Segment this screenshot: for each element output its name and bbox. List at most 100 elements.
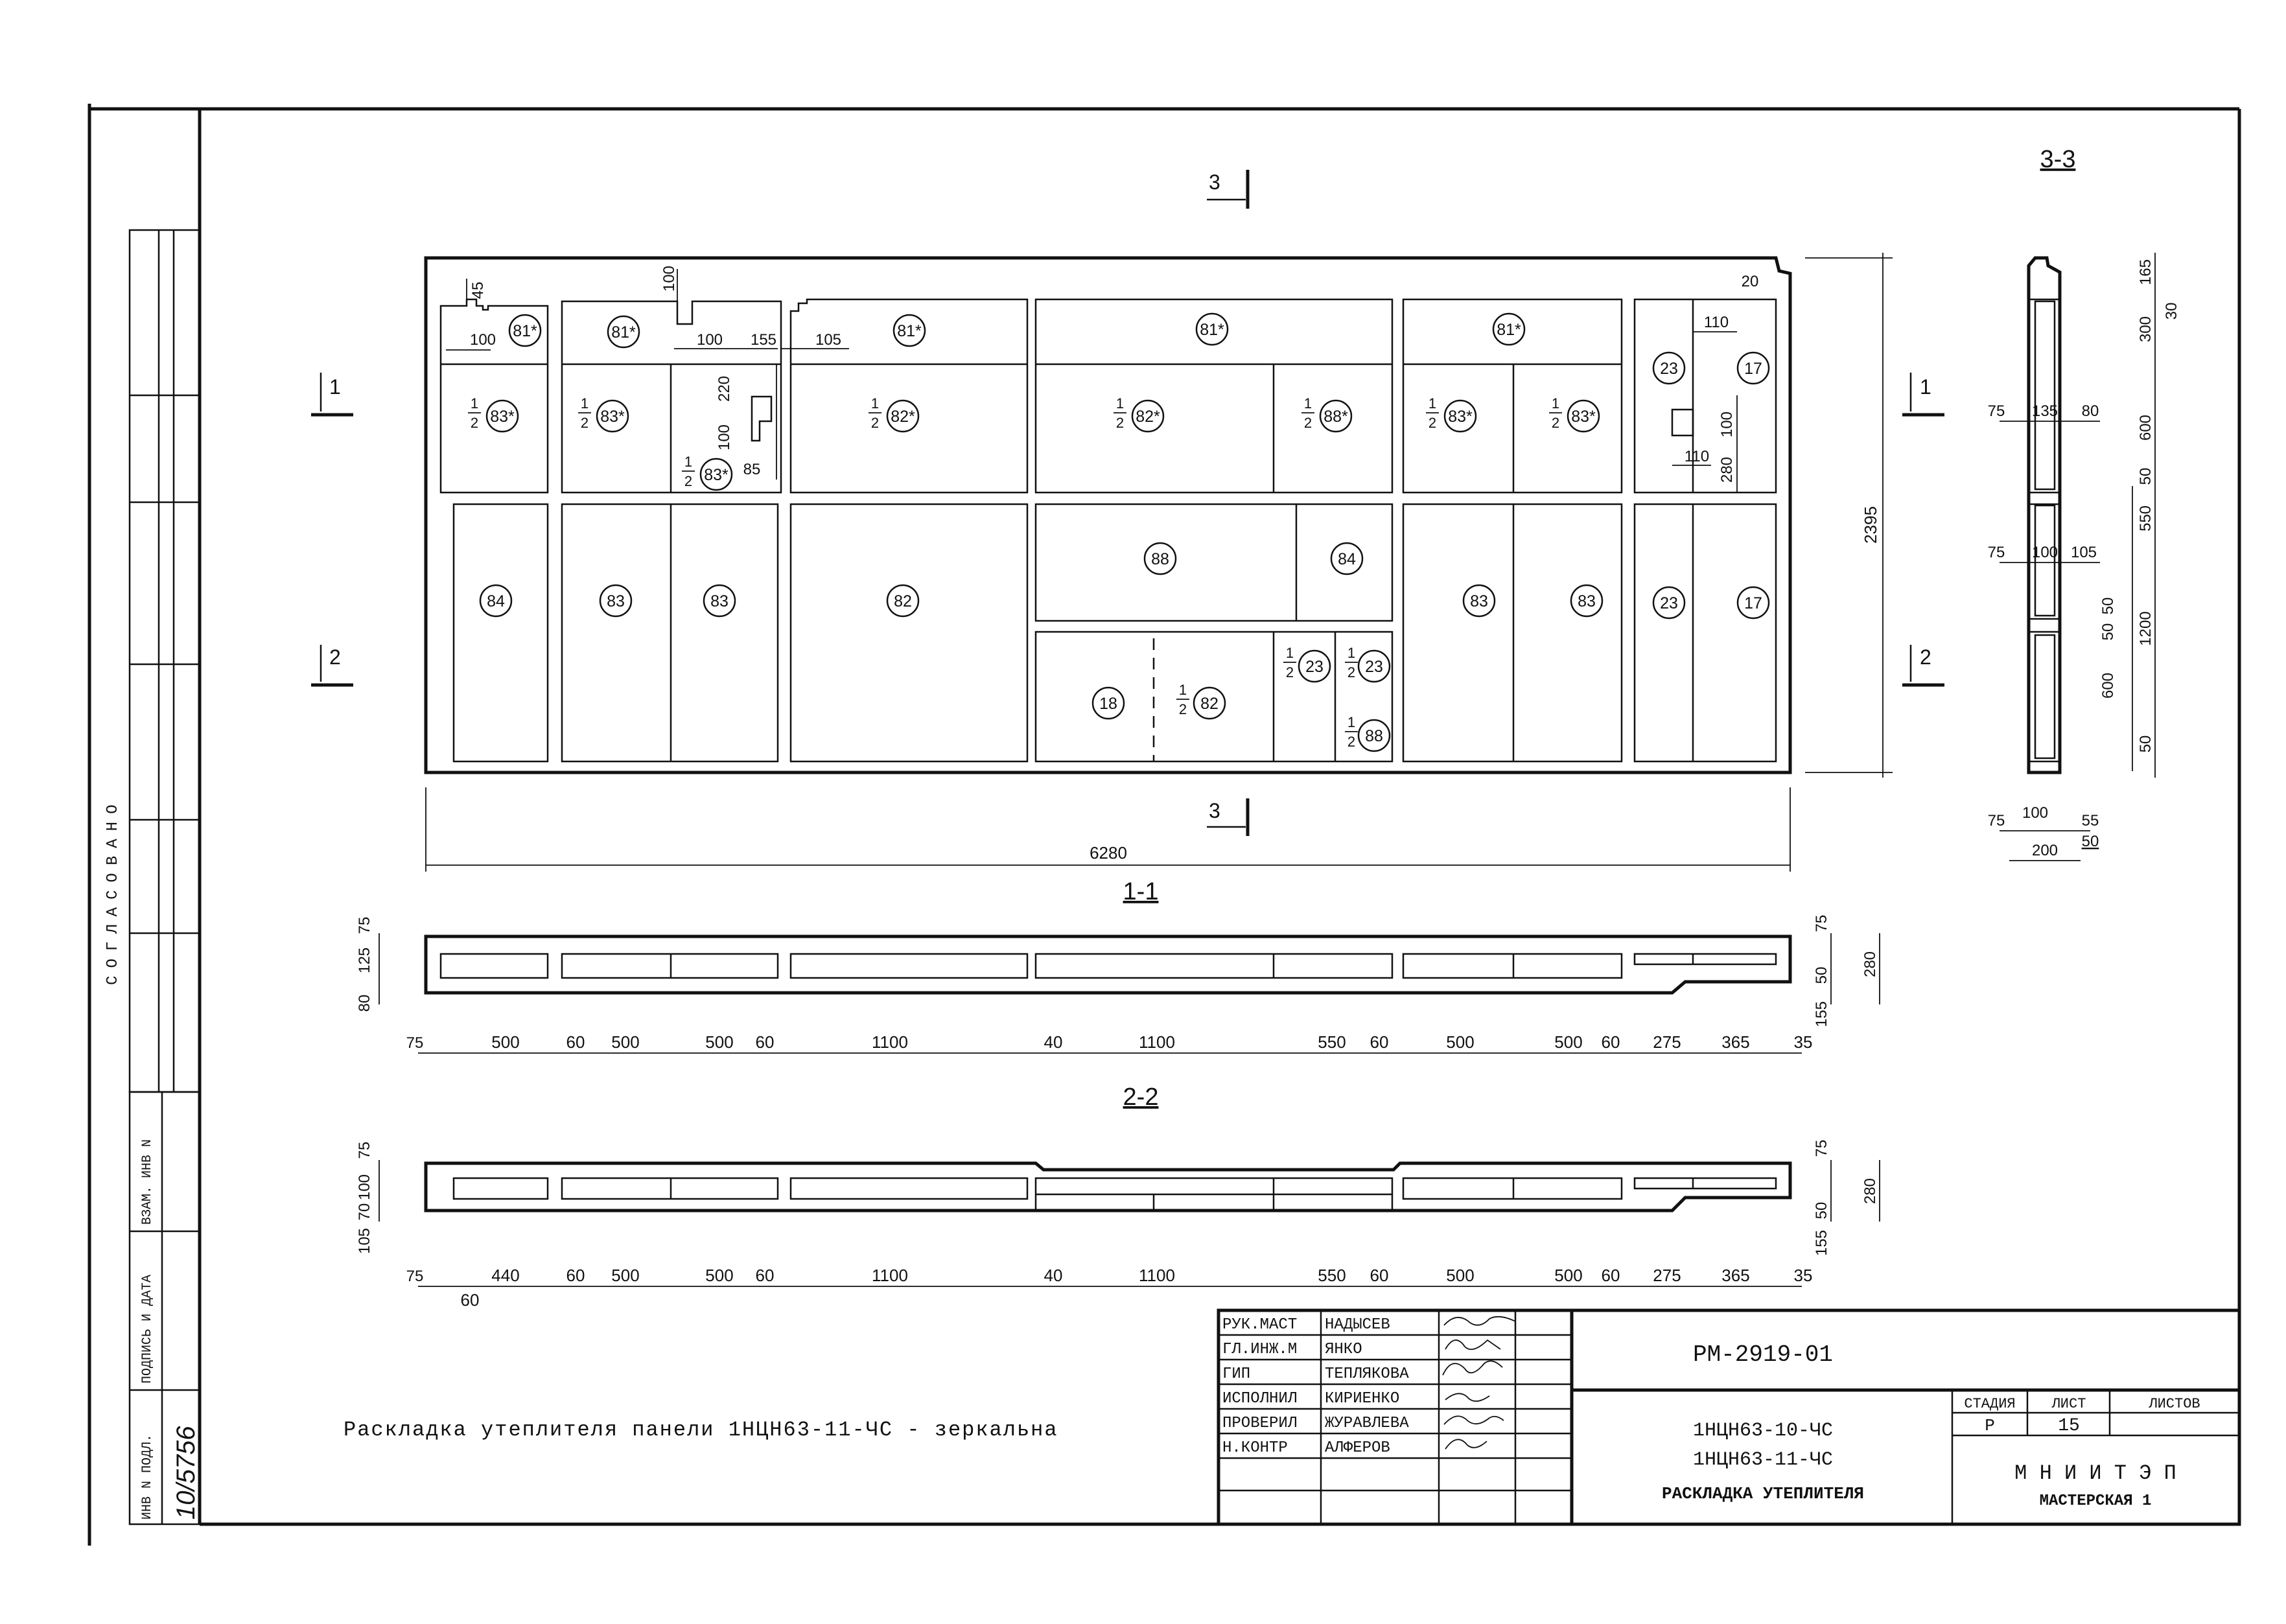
title-line-1: 1НЦН63-10-ЧС	[1693, 1420, 1833, 1442]
svg-text:60: 60	[756, 1032, 775, 1052]
svg-text:1: 1	[1429, 395, 1436, 412]
organization: М Н И И Т Э П	[2014, 1461, 2176, 1485]
svg-text:100: 100	[660, 266, 678, 292]
svg-text:1100: 1100	[872, 1032, 908, 1052]
svg-text:280: 280	[1718, 457, 1736, 483]
svg-text:1: 1	[581, 395, 589, 412]
svg-text:2: 2	[329, 645, 341, 669]
svg-text:60: 60	[461, 1290, 480, 1310]
svg-text:1: 1	[1116, 395, 1124, 412]
svg-text:500: 500	[611, 1032, 639, 1052]
marker-83-b: 83	[703, 584, 736, 618]
svg-text:1: 1	[1304, 395, 1312, 412]
svg-text:50: 50	[1813, 967, 1830, 984]
signatures	[1442, 1316, 1516, 1450]
svg-text:85: 85	[743, 461, 761, 478]
half-marker-83-a: 1 2 83*	[468, 395, 519, 433]
svg-text:17: 17	[1744, 594, 1762, 612]
svg-text:440: 440	[491, 1266, 519, 1285]
half-marker-82-c: 1 2 82	[1176, 682, 1226, 720]
title-line-3: РАСКЛАДКА УТЕПЛИТЕЛЯ	[1662, 1484, 1864, 1503]
inv-number: 10/5756	[172, 1426, 200, 1520]
svg-text:1100: 1100	[1139, 1032, 1175, 1052]
svg-text:70: 70	[356, 1203, 373, 1221]
replace-inv-label: ВЗАМ. ИНВ N	[140, 1139, 155, 1225]
svg-text:75: 75	[1988, 812, 2005, 829]
inv-orig-label: ИНВ N ПОДЛ.	[140, 1434, 155, 1520]
marker-83-a: 83	[599, 584, 633, 618]
svg-text:500: 500	[705, 1266, 733, 1285]
svg-text:40: 40	[1044, 1032, 1063, 1052]
svg-text:110: 110	[1704, 314, 1729, 331]
svg-text:83: 83	[710, 592, 729, 610]
svg-text:110: 110	[1685, 448, 1709, 465]
svg-text:2: 2	[1429, 415, 1436, 431]
svg-text:500: 500	[705, 1032, 733, 1052]
svg-text:100: 100	[2022, 804, 2048, 822]
svg-text:2: 2	[1552, 415, 1559, 431]
svg-text:100: 100	[1718, 412, 1736, 437]
svg-text:83: 83	[607, 592, 625, 610]
sheets-header: ЛИСТОВ	[2148, 1396, 2200, 1412]
name-5: АЛФЕРОВ	[1325, 1439, 1390, 1457]
svg-text:81*: 81*	[513, 322, 537, 340]
svg-text:600: 600	[2099, 673, 2117, 699]
marker-82-a: 82	[886, 584, 920, 618]
stage-value: Р	[1985, 1416, 1995, 1435]
sheet-header: ЛИСТ	[2051, 1396, 2086, 1412]
svg-text:81*: 81*	[897, 322, 922, 340]
half-marker-83-c: 1 2 83*	[682, 454, 733, 491]
svg-text:1: 1	[1920, 375, 1931, 399]
svg-text:83*: 83*	[704, 466, 729, 484]
section-3-3: 3-3 165 30 300 600 50 550 50 1200 50 600…	[1988, 146, 2180, 861]
svg-text:50: 50	[2137, 468, 2154, 485]
svg-text:1: 1	[1179, 682, 1187, 698]
section-2-2: 2-2 75 100 70 105 75 50 155 280 75 440 6…	[356, 1084, 1880, 1310]
svg-text:83*: 83*	[1571, 408, 1596, 426]
svg-text:365: 365	[1721, 1266, 1749, 1285]
svg-text:200: 200	[2032, 842, 2058, 859]
svg-text:88*: 88*	[1324, 408, 1348, 426]
svg-text:84: 84	[1338, 550, 1356, 568]
svg-text:135: 135	[2032, 402, 2058, 420]
overall-dimensions: 6280 2395	[425, 253, 1893, 872]
svg-text:35: 35	[1794, 1032, 1813, 1052]
name-3: КИРИЕНКО	[1325, 1390, 1399, 1408]
marker-81-d: 81*	[1195, 312, 1229, 346]
svg-text:82*: 82*	[1136, 408, 1160, 426]
workshop: МАСТЕРСКАЯ 1	[2040, 1492, 2152, 1510]
svg-text:60: 60	[1370, 1266, 1389, 1285]
half-marker-83-d: 1 2 83*	[1426, 395, 1477, 433]
marker-23-top: 23	[1652, 351, 1686, 385]
marker-81-a: 81*	[508, 314, 542, 347]
sheet-frame	[87, 104, 2241, 1546]
section-3-3-title: 3-3	[2040, 146, 2076, 173]
svg-text:500: 500	[1446, 1266, 1474, 1285]
name-1: ЯНКО	[1325, 1341, 1362, 1358]
svg-text:165: 165	[2137, 259, 2154, 285]
height-dim: 2395	[1861, 506, 1880, 544]
name-0: НАДЫСЕВ	[1325, 1316, 1390, 1334]
svg-text:100: 100	[697, 331, 723, 349]
svg-text:18: 18	[1099, 695, 1117, 713]
marker-81-e: 81*	[1492, 312, 1526, 346]
svg-text:83: 83	[1578, 592, 1596, 610]
svg-text:83*: 83*	[1448, 408, 1473, 426]
svg-text:75: 75	[406, 1034, 424, 1052]
svg-text:1: 1	[329, 375, 341, 399]
marker-84-b: 84	[1330, 542, 1364, 575]
svg-text:55: 55	[2082, 812, 2099, 829]
svg-text:40: 40	[1044, 1266, 1063, 1285]
svg-text:3: 3	[1209, 170, 1220, 194]
svg-text:75: 75	[406, 1268, 424, 1285]
marker-17-mid: 17	[1736, 586, 1770, 620]
svg-text:155: 155	[1813, 1001, 1830, 1027]
marker-88-a: 88	[1143, 542, 1177, 575]
role-3: ИСПОЛНИЛ	[1222, 1390, 1297, 1408]
role-2: ГИП	[1222, 1365, 1250, 1383]
svg-text:280: 280	[1861, 951, 1879, 977]
svg-text:84: 84	[487, 592, 505, 610]
name-4: ЖУРАВЛЕВА	[1325, 1415, 1409, 1432]
detail-dimensions: 100 45 100 100 155 105 20 110 220 100 85…	[446, 266, 1758, 493]
